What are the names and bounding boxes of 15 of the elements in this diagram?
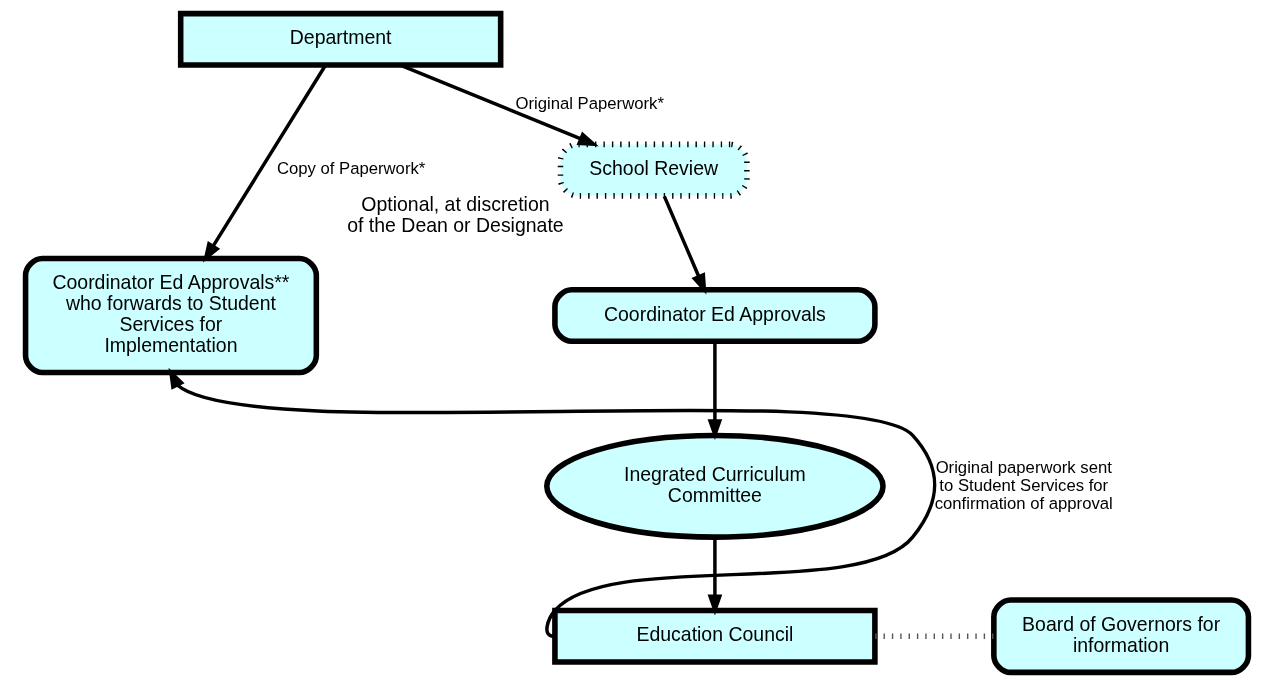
edge-label: Copy of Paperwork* xyxy=(276,159,426,179)
edge-label: Original paperwork sent to Student Services for confirmation of approval xyxy=(934,457,1113,513)
arrow xyxy=(662,195,707,295)
node-box: Coordinator Ed Approvals** who forwards to Student Services for Implementation xyxy=(22,255,320,376)
node-box: School Review xyxy=(557,141,750,199)
edge-label: Original Paperwork* xyxy=(515,94,664,114)
node-box: Department xyxy=(177,10,504,68)
node-ellipse: Inegrated Curriculum Committee xyxy=(544,432,886,540)
node-box: Education Council xyxy=(552,607,878,665)
connector xyxy=(875,633,994,639)
arrow xyxy=(707,537,723,616)
node-box: Coordinator Ed Approvals xyxy=(552,287,878,344)
arrow xyxy=(707,341,723,441)
arrow xyxy=(202,64,327,263)
node-box: Board of Governors for information xyxy=(991,597,1252,676)
